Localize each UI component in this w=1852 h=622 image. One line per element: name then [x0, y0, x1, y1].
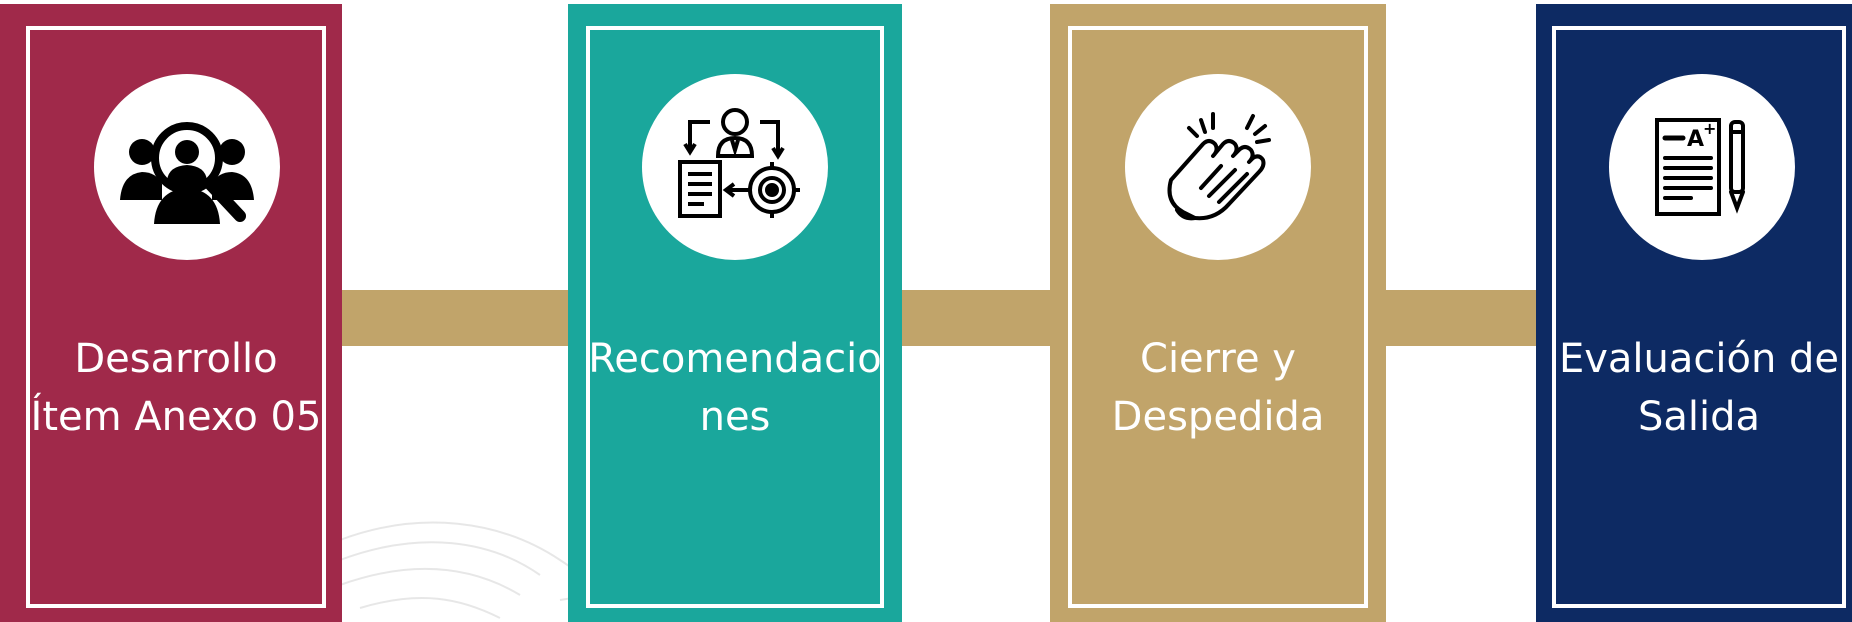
step-card-desarrollo: Desarrollo Ítem Anexo 05: [0, 4, 342, 622]
step-label: Desarrollo Ítem Anexo 05: [30, 336, 322, 440]
connector-2: [902, 290, 1050, 346]
step-card-evaluacion: A + Evaluación de Salida: [1536, 4, 1852, 622]
step-label: Evaluación de Salida: [1558, 336, 1840, 440]
connector-3: [1386, 290, 1536, 346]
step-card-recomendaciones: Recomendacio nes: [568, 4, 902, 622]
card-frame: [586, 26, 884, 608]
card-frame: [1068, 26, 1368, 608]
icon-circle: [94, 74, 280, 260]
step-label: Cierre y Despedida: [1111, 336, 1325, 440]
svg-text:+: +: [1703, 119, 1716, 138]
step-card-cierre: Cierre y Despedida: [1050, 4, 1386, 622]
step-label: Recomendacio nes: [588, 336, 882, 440]
connector-1: [342, 290, 568, 346]
team-search-icon: [120, 122, 254, 224]
icon-circle: A +: [1609, 74, 1795, 260]
svg-text:A: A: [1687, 127, 1704, 152]
graded-document-icon: A +: [1655, 118, 1745, 216]
icon-circle: [642, 74, 828, 260]
clapping-hands-icon: [1167, 112, 1271, 221]
workflow-gear-icon: [678, 108, 800, 218]
icon-circle: [1125, 74, 1311, 260]
card-frame: [26, 26, 326, 608]
card-frame: [1552, 26, 1846, 608]
